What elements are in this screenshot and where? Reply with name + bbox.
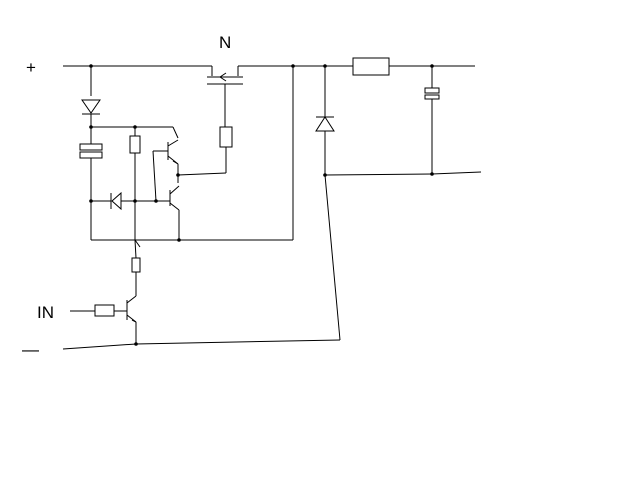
top-diode [81,99,101,115]
output-capacitor [424,87,440,100]
minus-terminal-label: — [22,340,39,359]
upper-transistor [153,139,179,183]
junctions [89,64,434,346]
input-transistor [126,295,137,344]
plus-terminal-label: + [26,58,36,77]
n-mosfet [207,66,243,127]
left-capacitor [79,143,103,159]
output-resistor [352,57,390,76]
collector-resistor [131,257,141,273]
input-resistor [94,304,115,317]
n-channel-label: N [219,33,231,52]
ground-rail [62,343,137,350]
input-label: IN [37,303,54,322]
gate-resistor [219,126,233,148]
lower-transistor [156,185,180,240]
freewheel-diode [315,116,335,132]
base-resistor [129,135,141,154]
middle-diode [110,191,122,211]
